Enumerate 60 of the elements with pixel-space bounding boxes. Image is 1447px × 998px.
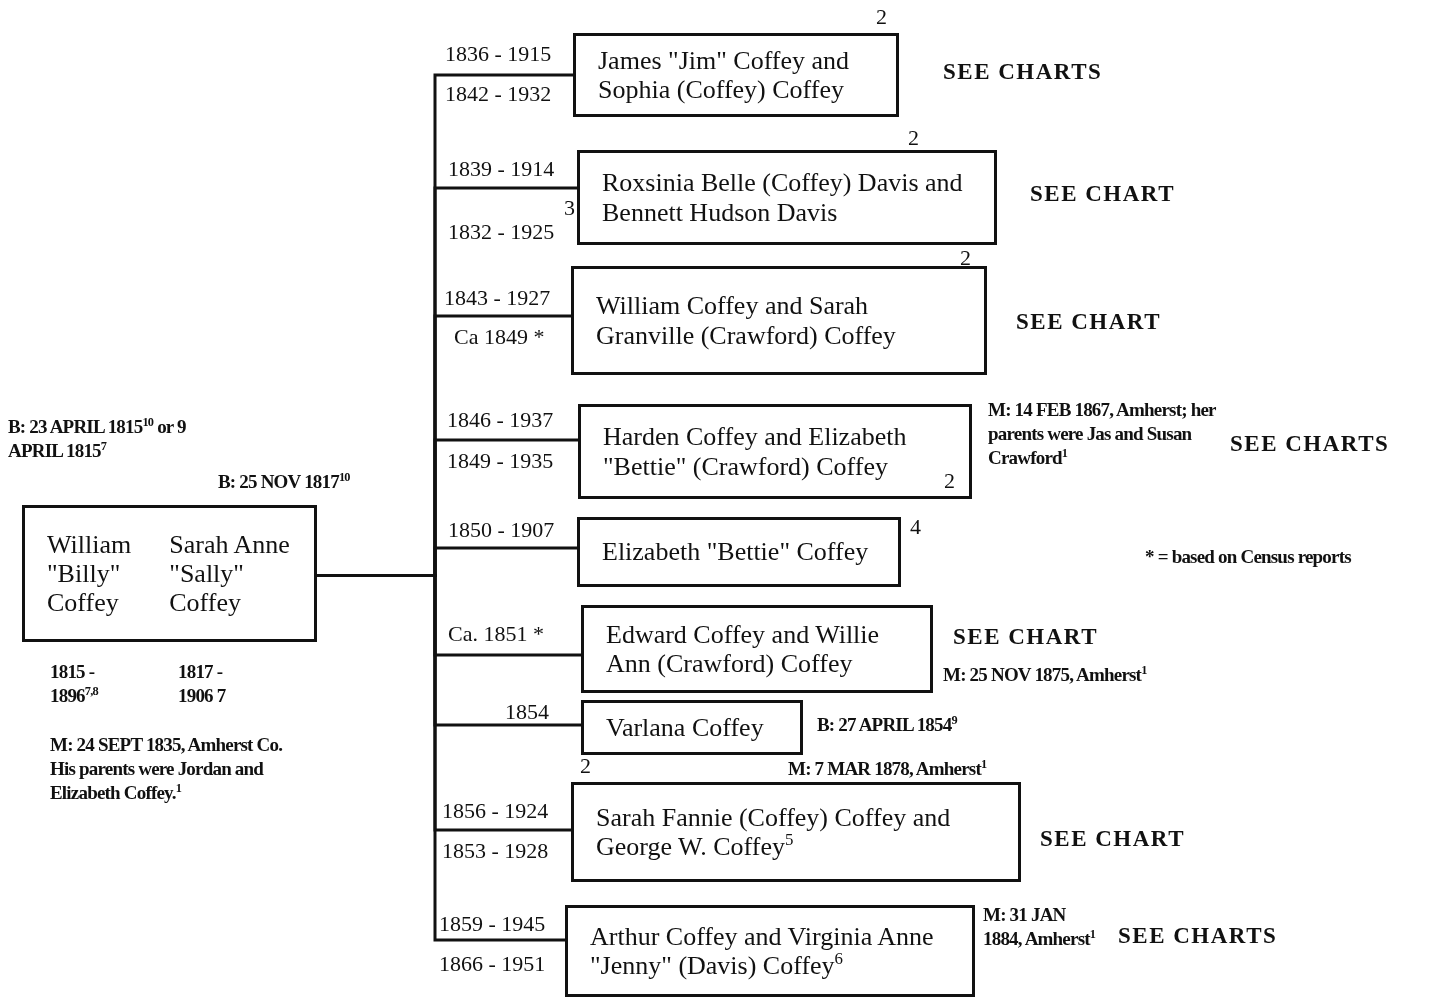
footnote-number: 4: [910, 513, 922, 541]
names-text: Elizabeth "Bettie" Coffey: [602, 537, 869, 567]
footnote-number: 2: [580, 752, 592, 780]
family-box: [578, 404, 972, 499]
reference-text: SEE CHARTS: [943, 58, 1104, 86]
reference-text: SEE CHARTS: [1230, 430, 1391, 458]
date-text: 1836 - 1915: [445, 40, 553, 68]
family-box: [565, 905, 975, 997]
reference-text: SEE CHART: [1030, 180, 1176, 208]
footnote-number: 2: [960, 244, 972, 272]
names-text: Roxsinia Belle (Coffey) Davis and Bennett Hudson Davis: [602, 168, 964, 227]
date-text: 1846 - 1937: [447, 406, 555, 434]
names-text: William "Billy" Coffey: [47, 529, 133, 618]
names-text: William Coffey and Sarah Granville (Crawford) Coffey: [596, 291, 897, 350]
date-text: 1853 - 1928: [442, 837, 550, 865]
date-text: 1849 - 1935: [447, 447, 555, 475]
note-text: M: 14 FEB 1867, Amherst; her parents were Jas and Susan Crawford$^{1}$: [988, 398, 1217, 470]
note-text: B: 25 NOV 1817$^{10}$: [218, 470, 351, 495]
family-box: [581, 605, 933, 693]
reference-text: SEE CHART: [1040, 825, 1186, 853]
note-text: M: 31 JAN 1884, Amherst$^{1}$: [983, 903, 1097, 951]
date-text: 1839 - 1914: [448, 155, 556, 183]
footnote-number: 2: [908, 124, 920, 152]
note-text: B: 23 APRIL 1815$^{10}$ or 9 APRIL 1815$^{7}$: [8, 415, 187, 464]
family-box: [573, 33, 899, 117]
note-text: M: 7 MAR 1878, Amherst$^{1}$: [788, 757, 988, 782]
family-box: [581, 700, 803, 755]
family-box: [22, 505, 317, 642]
date-text: 1854: [505, 698, 550, 726]
date-text: Ca 1849 *: [454, 323, 546, 351]
date-text: Ca. 1851 *: [448, 620, 545, 648]
note-text: * = based on Census reports: [1145, 545, 1352, 569]
date-text: 1856 - 1924: [442, 797, 550, 825]
date-text: 1843 - 1927: [444, 284, 552, 312]
date-text: 1866 - 1951: [439, 950, 547, 978]
names-text: Arthur Coffey and Virginia Anne "Jenny" (Davis) Coffey$^{6}$: [590, 921, 935, 981]
names-text: James "Jim" Coffey and Sophia (Coffey) Coffey: [598, 45, 851, 105]
note-text: M: 24 SEPT 1835, Amherst Co. His parents were Jordan and Elizabeth Coffey.$^{1}$: [50, 733, 284, 805]
family-box: [571, 782, 1021, 882]
names-text: Varlana Coffey: [606, 712, 764, 743]
date-text: 1842 - 1932: [445, 80, 553, 108]
family-box: [571, 266, 987, 375]
note-text: M: 25 NOV 1875, Amherst$^{1}$: [943, 663, 1148, 688]
names-text: Edward Coffey and Willie Ann (Crawford) Coffey: [606, 619, 881, 679]
footnote-number: 2: [944, 468, 955, 494]
reference-text: SEE CHARTS: [1118, 922, 1279, 950]
note-text: B: 27 APRIL 1854$^{9}$: [817, 713, 959, 738]
note-text: 1817 - 1906 7: [178, 660, 227, 708]
note-text: 1815 - 1896$^{7,8}$: [50, 660, 100, 708]
reference-text: SEE CHART: [1016, 308, 1162, 336]
footnote-number: 2: [876, 3, 888, 31]
names-text: Sarah Anne "Sally" Coffey: [169, 529, 291, 618]
family-box: [577, 150, 997, 245]
reference-text: SEE CHART: [953, 623, 1099, 651]
date-text: 1832 - 1925: [448, 218, 556, 246]
date-text: 1850 - 1907: [448, 516, 556, 544]
date-text: 1859 - 1945: [439, 910, 547, 938]
footnote-number: 3: [564, 194, 576, 222]
names-text: Sarah Fannie (Coffey) Coffey and George W. Coffey$^{5}$: [596, 802, 952, 862]
family-box: [577, 517, 901, 587]
